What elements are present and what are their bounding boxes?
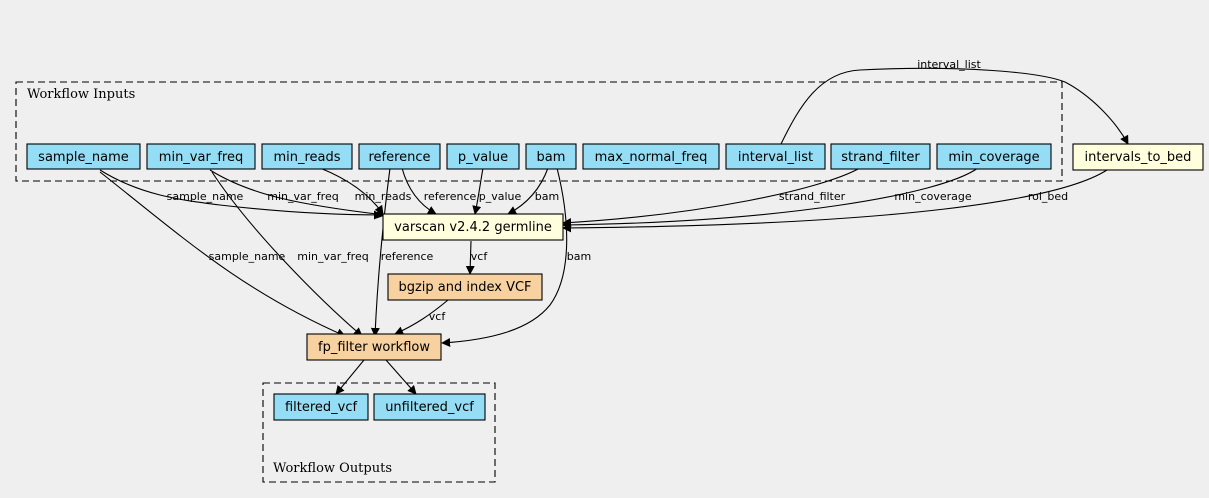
edge-bam-varscan xyxy=(507,167,549,215)
node-unfiltered-vcf[interactable]: unfiltered_vcf xyxy=(373,393,486,421)
edge-unfiltered-vcf xyxy=(385,359,417,395)
node-bgzip-label: bgzip and index VCF xyxy=(398,280,531,295)
workflow-inputs-label: Workflow Inputs xyxy=(27,87,135,102)
workflow-outputs-label: Workflow Outputs xyxy=(273,461,392,476)
node-fp-filter-label: fp_filter workflow xyxy=(318,340,430,355)
edge-strand-filter xyxy=(562,167,861,228)
edge-sample-name-varscan xyxy=(99,169,383,220)
node-intervals-to-bed-label: intervals_to_bed xyxy=(1085,150,1192,165)
node-reference-label: reference xyxy=(368,150,430,165)
edge-bam-fp xyxy=(441,167,568,347)
edge-label-strand-filter: strand_filter xyxy=(779,190,846,203)
node-min-coverage-label: min_coverage xyxy=(948,150,1039,165)
node-bam[interactable]: bam xyxy=(525,143,577,170)
node-varscan[interactable]: varscan v2.4.2 germline xyxy=(382,213,564,241)
edge-min-var-freq-fp xyxy=(211,171,363,337)
node-reference[interactable]: reference xyxy=(358,143,441,170)
edge-reference-varscan xyxy=(401,167,437,215)
edge-label-sample-name-varscan: sample_name xyxy=(167,190,244,203)
node-intervals-to-bed[interactable]: intervals_to_bed xyxy=(1072,143,1204,171)
edge-p-value xyxy=(472,167,484,215)
edge-label-bam-varscan: bam xyxy=(535,190,559,203)
node-max-normal-freq-label: max_normal_freq xyxy=(595,150,708,165)
edge-label-roi-bed: roi_bed xyxy=(1028,190,1068,203)
edge-label-vcf-bgzip: vcf xyxy=(429,310,447,323)
edge-label-sample-name-fp: sample_name xyxy=(209,250,286,263)
edge-reference-fp xyxy=(370,167,391,337)
edge-label-reference-varscan: reference xyxy=(424,190,477,203)
node-varscan-label: varscan v2.4.2 germline xyxy=(394,220,552,235)
edge-min-reads xyxy=(319,167,384,215)
edge-filtered-vcf xyxy=(335,359,365,395)
node-strand-filter-label: strand_filter xyxy=(841,150,920,165)
node-strand-filter[interactable]: strand_filter xyxy=(830,143,931,170)
edge-label-vcf-varscan: vcf xyxy=(471,250,489,263)
edge-label-min-reads: min_reads xyxy=(355,190,412,203)
output-nodes: filtered_vcf unfiltered_vcf xyxy=(273,393,486,421)
node-filtered-vcf-label: filtered_vcf xyxy=(285,400,358,415)
node-filtered-vcf[interactable]: filtered_vcf xyxy=(273,393,369,421)
workflow-outputs-cluster xyxy=(262,382,496,483)
edge-interval-list xyxy=(780,67,1129,145)
edge-labels: interval_list sample_name min_var_freq m… xyxy=(167,58,1069,323)
node-unfiltered-vcf-label: unfiltered_vcf xyxy=(385,400,474,415)
edge-label-interval-list: interval_list xyxy=(917,58,981,71)
edge-label-reference-fp: reference xyxy=(381,250,434,263)
edge-sample-name-fp xyxy=(99,171,346,337)
node-p-value[interactable]: p_value xyxy=(446,143,520,170)
edge-label-p-value: p_value xyxy=(479,190,522,203)
node-max-normal-freq[interactable]: max_normal_freq xyxy=(582,143,720,170)
edge-label-bam-fp: bam xyxy=(567,250,591,263)
node-sample-name[interactable]: sample_name xyxy=(26,143,141,170)
node-interval-list[interactable]: interval_list xyxy=(725,143,826,170)
node-min-reads-label: min_reads xyxy=(273,150,340,165)
node-bam-label: bam xyxy=(537,150,566,165)
node-sample-name-label: sample_name xyxy=(38,150,129,165)
edge-vcf-varscan xyxy=(465,240,475,275)
node-p-value-label: p_value xyxy=(458,150,508,165)
edge-label-min-var-freq-fp: min_var_freq xyxy=(297,250,368,263)
node-bgzip[interactable]: bgzip and index VCF xyxy=(387,273,543,301)
node-min-coverage[interactable]: min_coverage xyxy=(936,143,1052,170)
node-min-var-freq[interactable]: min_var_freq xyxy=(146,143,256,170)
node-interval-list-label: interval_list xyxy=(738,150,813,165)
edge-min-coverage xyxy=(562,167,979,230)
workflow-inputs-cluster xyxy=(15,81,1063,182)
edges xyxy=(99,67,1129,395)
edge-label-min-var-freq-varscan: min_var_freq xyxy=(267,190,338,203)
input-nodes: sample_name min_var_freq min_reads refer… xyxy=(26,143,1052,170)
edge-roi-bed xyxy=(562,169,1108,233)
node-min-reads[interactable]: min_reads xyxy=(261,143,353,170)
edge-min-var-freq-varscan xyxy=(209,169,386,219)
node-min-var-freq-label: min_var_freq xyxy=(159,150,243,165)
edge-label-min-coverage: min_coverage xyxy=(894,190,972,203)
node-fp-filter[interactable]: fp_filter workflow xyxy=(306,333,442,361)
edge-vcf-bgzip xyxy=(394,299,449,335)
